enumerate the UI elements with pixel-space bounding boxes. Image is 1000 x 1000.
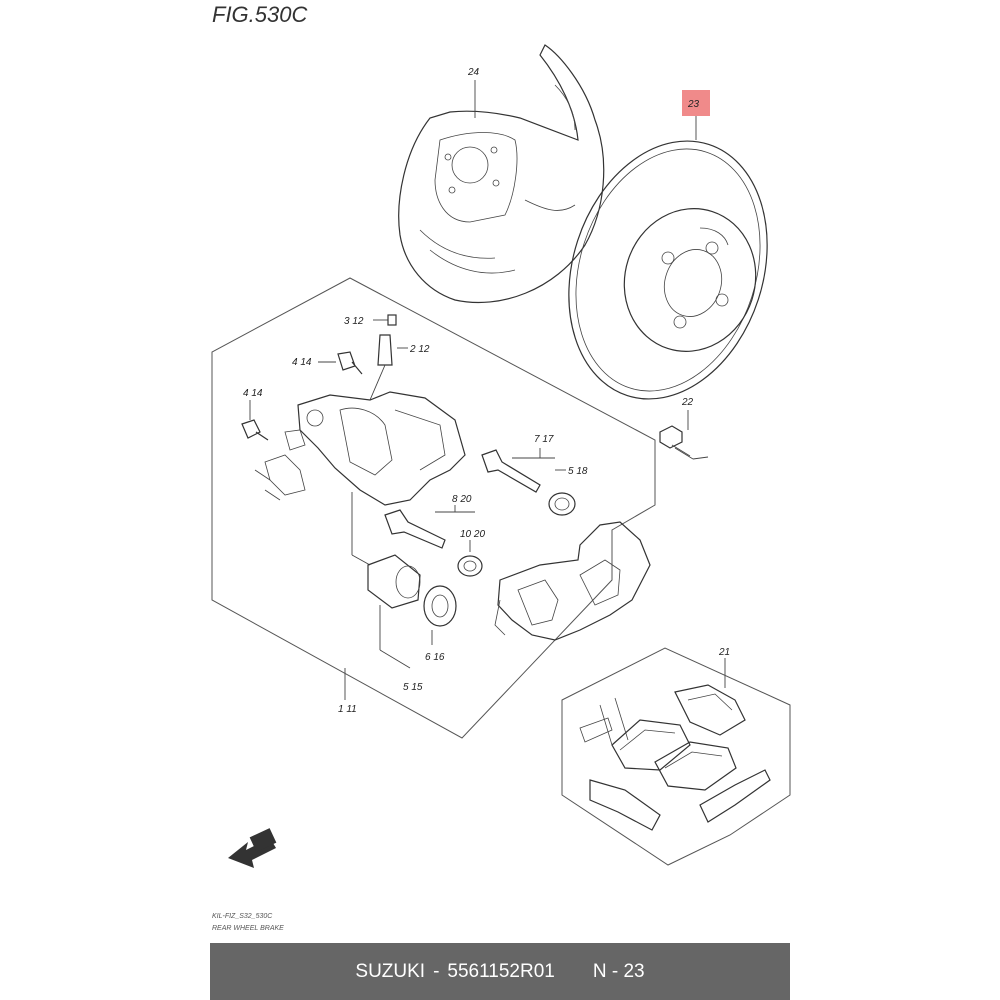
piston-part: [367, 554, 421, 609]
dust-shield-part: [398, 44, 605, 304]
footer-bar: SUZUKI - 5561152R01 N - 23: [210, 943, 790, 1000]
leader-piston-b: [379, 649, 411, 669]
bolt-22-part: [659, 425, 694, 460]
boot-5-18-inner: [554, 497, 570, 511]
pad-group-frame: [561, 647, 791, 866]
callout-21: 21: [718, 647, 730, 658]
leader-bleeder: [369, 364, 386, 401]
caliper-body-part: [254, 391, 466, 506]
boot-5-18-part: [548, 492, 576, 516]
bleeder-cap-part: [387, 314, 397, 326]
boot-10-20-inner: [463, 560, 477, 572]
leader-22b: [692, 456, 709, 460]
footer-brand: SUZUKI: [355, 960, 426, 982]
leader-body-piston: [351, 554, 371, 566]
caliper-bracket-part: [494, 521, 651, 641]
callout-22: 22: [681, 397, 694, 408]
callout-2-12: 2 12: [409, 344, 430, 355]
bolt-4-14-left-part: [241, 419, 269, 441]
callout-10-20: 10 20: [460, 529, 485, 540]
footer-page-ref: N - 23: [592, 960, 645, 982]
callout-23: 23: [687, 99, 700, 110]
boot-10-20-part: [457, 555, 483, 577]
callout-7-17: 7 17: [534, 434, 554, 445]
footer-separator: -: [433, 960, 440, 982]
brake-pads-part: [579, 684, 771, 831]
callout-5-15: 5 15: [403, 682, 423, 693]
piston-seal-part: [423, 585, 457, 627]
note-line-1: KIL-FIZ_S32_530C: [212, 913, 273, 920]
callout-23-highlight: [682, 90, 710, 116]
callout-5-18: 5 18: [568, 466, 588, 477]
callout-3-12: 3 12: [344, 316, 364, 327]
caliper-group-frame: [211, 277, 656, 739]
callout-1-11: 1 11: [338, 704, 357, 715]
bleeder-screw-part: [377, 334, 393, 366]
front-direction-arrow-icon: [228, 828, 277, 868]
callout-24: 24: [467, 67, 480, 78]
guide-pin-upper-part: [481, 449, 541, 493]
guide-pin-lower-part: [384, 509, 446, 549]
callout-8-20: 8 20: [452, 494, 472, 505]
note-line-2: REAR WHEEL BRAKE: [212, 925, 284, 932]
brake-disc-part: [568, 140, 768, 400]
figure-title: FIG.530C: [212, 2, 307, 27]
callout-4-14-left: 4 14: [243, 388, 263, 399]
bolt-4-14-upper-part: [337, 351, 363, 375]
callout-6-16: 6 16: [425, 652, 445, 663]
callout-4-14-upper: 4 14: [292, 357, 312, 368]
footer-part-number: 5561152R01: [447, 960, 555, 982]
